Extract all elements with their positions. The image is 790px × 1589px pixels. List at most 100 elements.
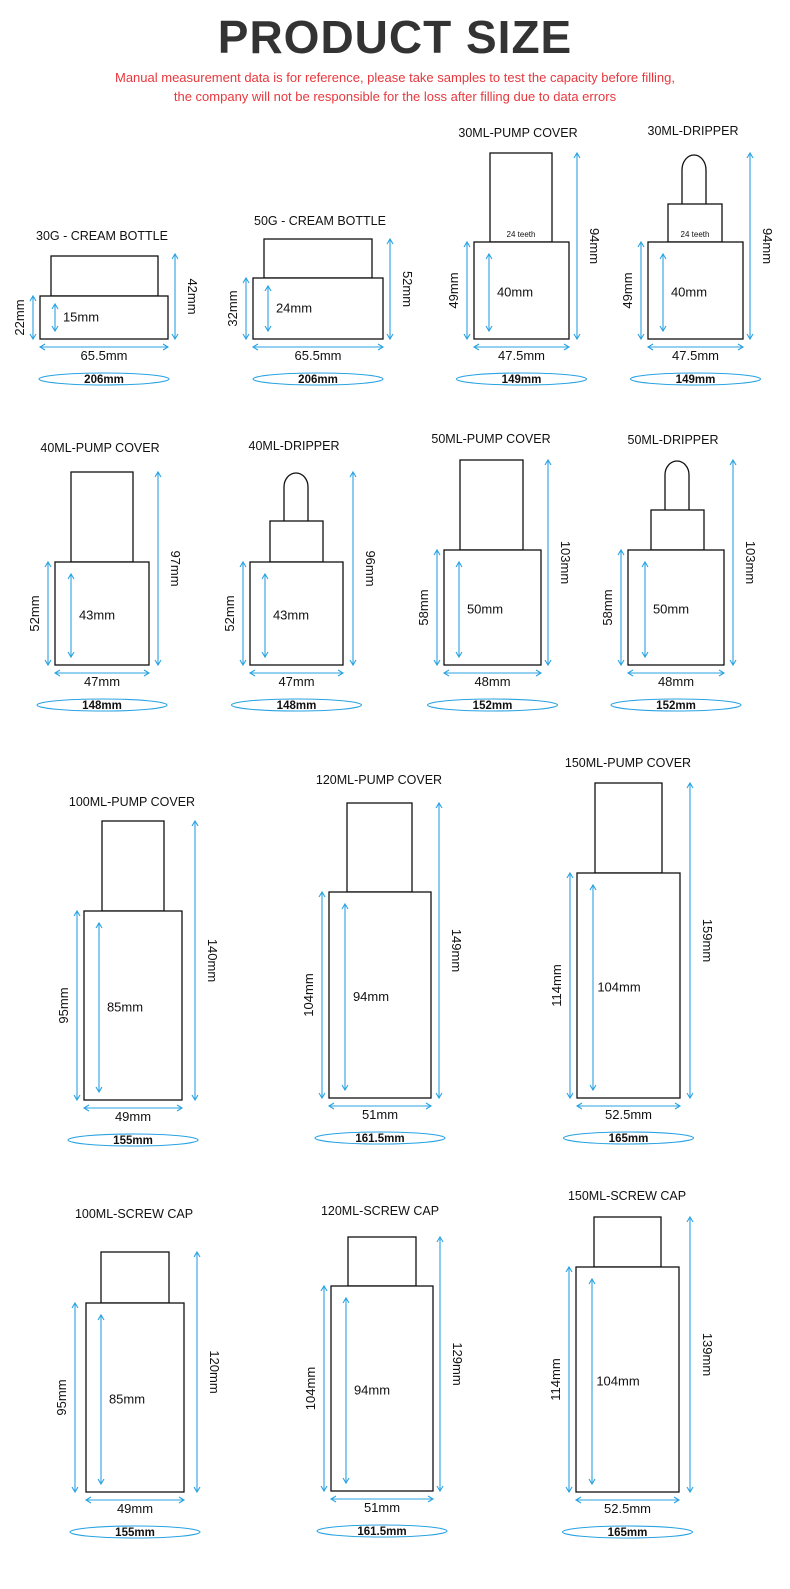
width-label: 48mm: [474, 674, 510, 689]
arrowhead-up: [566, 871, 574, 879]
arrowhead-down: [73, 1094, 81, 1102]
arrowhead-down: [573, 333, 581, 341]
base-ellipse: [629, 372, 762, 386]
dropper-bulb: [283, 472, 309, 521]
width-label: 47.5mm: [672, 348, 719, 363]
total-height-label: 149mm: [449, 929, 464, 972]
arrowhead-down: [349, 659, 357, 667]
total-height-label: 139mm: [700, 1333, 715, 1376]
arrowhead-up: [588, 1277, 596, 1285]
arrowhead-up: [729, 458, 737, 466]
arrowhead-down: [97, 1478, 105, 1486]
arrowhead-right: [737, 343, 745, 351]
width-label: 49mm: [117, 1501, 153, 1516]
disclaimer-line-1: Manual measurement data is for reference…: [114, 70, 675, 85]
inner-height-label: 43mm: [79, 608, 115, 623]
width-label: 65.5mm: [295, 348, 342, 363]
arrowhead-left: [442, 669, 450, 677]
arrowhead-down: [193, 1486, 201, 1494]
arrowhead-up: [746, 151, 754, 159]
base-circumference-label: 149mm: [502, 374, 542, 386]
arrowhead-down: [686, 1486, 694, 1494]
arrowhead-down: [436, 1485, 444, 1493]
screw-cap: [100, 1251, 170, 1304]
pump-cover: [346, 802, 413, 893]
width-label: 52.5mm: [605, 1107, 652, 1122]
arrowhead-down: [617, 659, 625, 667]
disclaimer-line-2: the company will not be responsible for …: [173, 89, 617, 104]
width-label: 48mm: [658, 674, 694, 689]
arrowhead-up: [341, 902, 349, 910]
body-height-label: 22mm: [12, 299, 27, 335]
total-height-arrow: [686, 1215, 694, 1494]
neck-thread-label: 24 teeth: [507, 230, 536, 239]
arrowhead-left: [82, 1104, 90, 1112]
body-height-arrow: [242, 276, 250, 341]
total-height-arrow: [154, 470, 162, 667]
arrowhead-down: [261, 651, 269, 659]
arrowhead-up: [589, 883, 597, 891]
inner-height-arrow: [97, 1313, 105, 1486]
arrowhead-right: [162, 343, 170, 351]
arrowhead-up: [386, 237, 394, 245]
width-arrow: [442, 669, 543, 677]
arrowhead-right: [377, 343, 385, 351]
product-title: 120ML-SCREW CAP: [321, 1204, 439, 1218]
bottle-body: [473, 241, 570, 340]
base-circumference-label: 161.5mm: [355, 1133, 404, 1145]
width-label: 51mm: [362, 1107, 398, 1122]
inner-height-arrow: [95, 921, 103, 1094]
body-height-label: 49mm: [620, 272, 635, 308]
width-arrow: [251, 343, 385, 351]
product-title: 50G - CREAM BOTTLE: [254, 214, 386, 228]
arrowhead-down: [71, 1486, 79, 1494]
arrowhead-down: [659, 325, 667, 333]
inner-height-label: 104mm: [597, 980, 640, 995]
base-ellipse: [426, 698, 559, 712]
arrowhead-down: [455, 651, 463, 659]
base-circumference-label: 161.5mm: [357, 1526, 406, 1538]
inner-height-label: 85mm: [107, 1000, 143, 1015]
width-label: 47mm: [278, 674, 314, 689]
product-title: 120ML-PUMP COVER: [316, 773, 442, 787]
width-arrow: [38, 343, 170, 351]
inner-height-arrow: [67, 572, 75, 659]
base-circumference-label: 206mm: [84, 374, 124, 386]
total-height-label: 120mm: [207, 1350, 222, 1393]
base-ellipse: [230, 698, 363, 712]
product-title: 30ML-DRIPPER: [648, 124, 739, 138]
bottle-body: [627, 549, 725, 666]
arrowhead-up: [641, 560, 649, 568]
pump-cover: [459, 459, 524, 551]
arrowhead-down: [154, 659, 162, 667]
arrowhead-up: [44, 560, 52, 568]
arrowhead-left: [248, 669, 256, 677]
total-height-label: 96mm: [363, 550, 378, 586]
body-height-label: 52mm: [27, 595, 42, 631]
width-arrow: [53, 669, 151, 677]
arrowhead-right: [563, 343, 571, 351]
arrowhead-up: [320, 1284, 328, 1292]
arrowhead-up: [349, 470, 357, 478]
total-height-label: 52mm: [400, 271, 415, 307]
dropper-bulb: [681, 154, 707, 204]
total-height-arrow: [191, 819, 199, 1102]
inner-height-arrow: [455, 560, 463, 659]
arrowhead-right: [427, 1495, 435, 1503]
width-label: 47mm: [84, 674, 120, 689]
arrowhead-down: [191, 1094, 199, 1102]
arrowhead-up: [686, 1215, 694, 1223]
arrowhead-down: [29, 333, 37, 341]
arrowhead-up: [318, 890, 326, 898]
arrowhead-up: [97, 1313, 105, 1321]
base-circumference-label: 165mm: [608, 1527, 648, 1539]
width-arrow: [574, 1496, 681, 1504]
pump-cover: [594, 782, 663, 874]
width-arrow: [646, 343, 745, 351]
body-height-arrow: [617, 548, 625, 667]
base-circumference-label: 148mm: [82, 700, 122, 712]
